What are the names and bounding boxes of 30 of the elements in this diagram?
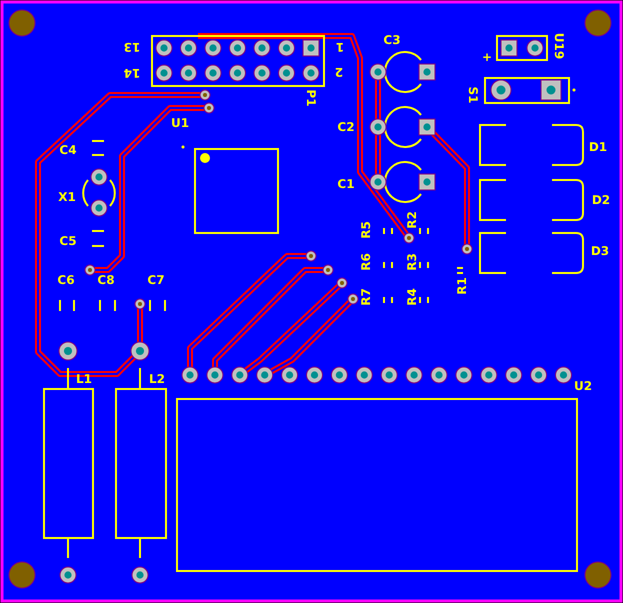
component-designator: 13 [124, 41, 140, 53]
component-designator: D3 [590, 245, 610, 257]
component-designator: U2 [574, 380, 592, 392]
component-designator: C5 [59, 235, 77, 247]
component-designator: C7 [147, 274, 165, 286]
component-designator: D1 [588, 141, 608, 153]
component-designator: R3 [406, 253, 418, 271]
component-designator: U1 [170, 117, 190, 129]
component-designator: C3 [383, 34, 401, 46]
component-designator: R1 [456, 277, 468, 295]
component-designator: L2 [149, 373, 165, 385]
component-designator: R4 [406, 288, 418, 306]
component-designator: P1 [305, 89, 317, 107]
component-designator: C6 [57, 274, 75, 286]
component-designator: C2 [337, 121, 355, 133]
component-designator: R7 [360, 288, 372, 306]
component-designator: C8 [97, 274, 115, 286]
component-designator: C1 [337, 178, 355, 190]
component-designator: D2 [592, 194, 610, 206]
component-designator: R2 [406, 211, 418, 229]
component-designator: + [482, 51, 492, 63]
component-designator: 14 [124, 67, 140, 79]
component-designator: R5 [360, 221, 372, 239]
component-designator: X1 [58, 191, 76, 203]
component-designator: S1 [467, 86, 479, 104]
component-designator: U19 [553, 32, 565, 60]
component-designator: 1 [336, 41, 344, 53]
component-designator: C4 [59, 144, 77, 156]
component-designator: R6 [360, 253, 372, 271]
component-designator: 2 [334, 66, 344, 78]
